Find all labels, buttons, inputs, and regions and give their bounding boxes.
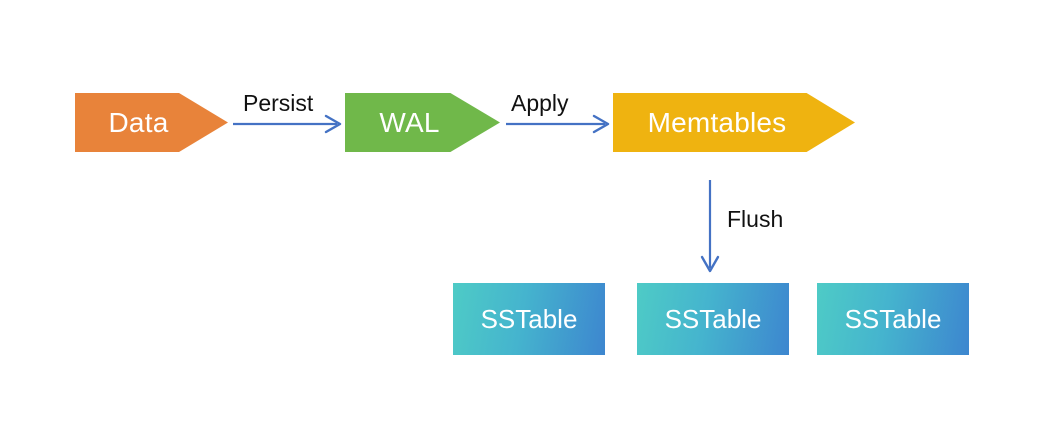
- node-wal[interactable]: WAL: [345, 93, 500, 152]
- connector-memtables-to-sstables: [700, 180, 720, 273]
- arrowhead-flush: [700, 255, 720, 273]
- node-data-label: Data: [108, 106, 169, 138]
- connector-label-persist: Persist: [243, 90, 314, 116]
- node-sstable-3[interactable]: SSTable: [817, 283, 969, 355]
- node-sstable-3-label: SSTable: [844, 304, 942, 334]
- arrowhead-apply: [592, 114, 610, 134]
- node-wal-label: WAL: [379, 106, 440, 138]
- connector-data-to-wal: [233, 114, 342, 134]
- node-sstable-1[interactable]: SSTable: [453, 283, 605, 355]
- connector-label-flush: Flush: [727, 206, 784, 232]
- connector-label-apply: Apply: [511, 90, 569, 116]
- node-sstable-1-label: SSTable: [480, 304, 578, 334]
- node-sstable-2[interactable]: SSTable: [637, 283, 789, 355]
- node-data[interactable]: Data: [75, 93, 228, 152]
- connector-wal-to-memtables: [506, 114, 610, 134]
- node-sstable-2-label: SSTable: [664, 304, 762, 334]
- arrowhead-persist: [324, 114, 342, 134]
- node-memtables-label: Memtables: [647, 106, 787, 138]
- node-memtables[interactable]: Memtables: [613, 93, 855, 152]
